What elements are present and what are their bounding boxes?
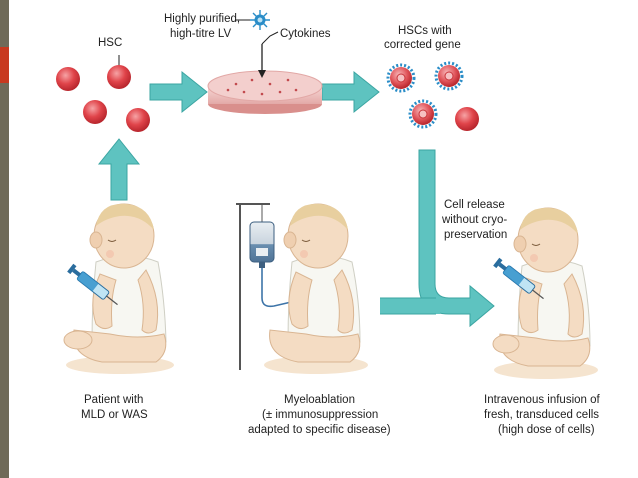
corrected-cell	[386, 63, 416, 93]
syringe-icon	[493, 257, 544, 300]
petri-dish-icon	[207, 19, 323, 114]
corrected-cells	[386, 61, 479, 131]
baby-myeloablation	[236, 203, 368, 374]
arrow-dish-to-corrected	[321, 70, 380, 114]
label-corrected-1: HSCs with	[398, 25, 452, 37]
hsc-cell	[83, 100, 107, 124]
caption-infusion-2: fresh, transduced cells	[484, 409, 600, 421]
label-corrected-2: corrected gene	[384, 39, 461, 51]
arrow-patient-up	[97, 138, 141, 201]
caption-myelo-1: Myeloablation	[284, 394, 355, 406]
label-release-3: preservation	[444, 229, 508, 241]
caption-myelo-3: adapted to specific disease)	[248, 424, 391, 436]
baby-infusion	[492, 207, 598, 379]
arrow-hsc-to-dish	[149, 70, 208, 114]
label-release-2: without cryo-	[442, 214, 508, 226]
virus-icon	[250, 10, 270, 30]
corrected-cell	[408, 99, 438, 129]
uncorrected-cell	[455, 107, 479, 131]
label-release-1: Cell release	[444, 199, 505, 211]
caption-patient-2: MLD or WAS	[81, 409, 148, 421]
caption-patient-1: Patient with	[84, 394, 144, 406]
slide-side-bar	[0, 0, 9, 478]
caption-infusion-3: (high dose of cells)	[498, 424, 595, 436]
label-lentivirus-2: high-titre LV	[170, 28, 232, 40]
hsc-cells	[56, 55, 150, 132]
hsc-cell	[56, 67, 80, 91]
caption-myelo-2: (± immunosuppression	[262, 409, 379, 421]
label-hsc: HSC	[98, 37, 123, 49]
baby-patient	[63, 203, 174, 374]
hsc-cell	[107, 65, 131, 89]
caption-infusion-1: Intravenous infusion of	[484, 394, 600, 406]
iv-bag-icon	[249, 221, 275, 268]
arrow-cell-release	[380, 149, 495, 328]
corrected-cell	[434, 61, 464, 91]
slide-side-accent	[0, 47, 9, 83]
hsc-cell	[126, 108, 150, 132]
label-lentivirus-1: Highly purified,	[164, 13, 241, 25]
label-cytokines: Cytokines	[280, 28, 331, 40]
syringe-icon	[67, 263, 118, 306]
